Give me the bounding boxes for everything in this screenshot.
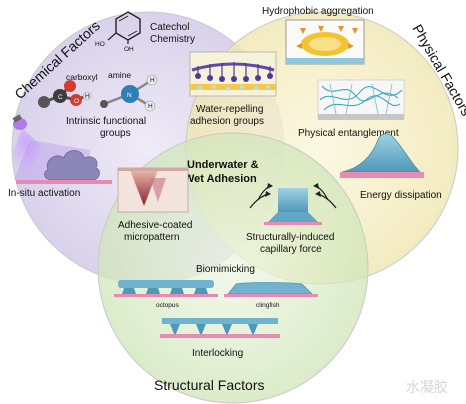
energy-dissipation-icon [340,133,424,178]
carboxyl-h-atom-label: H [85,93,90,100]
intrinsic-groups-label-1: Intrinsic functional [66,116,146,127]
carboxyl-c-atom-label: C [58,94,63,101]
clingfish-label: clingfish [256,302,280,309]
center-title-line-1: Underwater & [187,159,259,171]
amine-molecule-icon [100,74,158,112]
capillary-label-1: Structurally-induced [246,232,334,243]
carboxyl-molecule-icon [38,80,92,108]
energy-dissipation-label: Energy dissipation [360,190,442,201]
physical-entanglement-label: Physical entanglement [298,128,399,139]
catechol-label-1: Catechol [150,22,189,33]
center-title-line-2: Wet Adhesion [184,173,257,185]
amine-h-atom-label-2: H [148,103,153,110]
hydrophobic-label: Hydrophobic aggregation [262,6,374,17]
adhesive-micropattern-icon [117,167,189,213]
adhesive-coated-label-1: Adhesive-coated [118,220,193,231]
catechol-oh-label: OH [124,46,134,53]
hydrogel-cloud-icon [16,150,112,184]
catechol-label-2: Chemistry [150,34,195,45]
capillary-label-2: capillary force [260,244,322,255]
carboxyl-label: carboxyl [66,72,98,82]
interlocking-label: Interlocking [192,348,243,359]
physical-entanglement-icon [317,79,405,120]
adhesive-coated-label-2: micropattern [124,232,180,243]
water-repelling-icon [189,51,277,97]
watermark-text: 水凝胶 [406,379,448,396]
biomimicking-label: Biomimicking [196,264,255,275]
carboxyl-o-atom-label: O [74,98,79,105]
interlocking-icon [160,318,280,338]
structural-factors-title: Structural Factors [154,377,264,393]
capillary-force-icon [249,183,337,225]
amine-label: amine [108,70,131,80]
octopus-suction-icon [114,280,218,297]
amine-n-atom-label: N [127,92,132,99]
octopus-label: octopus [156,302,180,309]
clingfish-disc-icon [224,282,318,297]
hydrophobic-aggregation-icon [285,19,365,65]
water-repelling-label-2: adhesion groups [190,116,264,127]
intrinsic-groups-label-2: groups [100,128,131,139]
insitu-activation-label: In-situ activation [8,188,80,199]
water-repelling-label-1: Water-repelling [196,104,263,115]
catechol-ho-label: HO [95,41,105,48]
amine-h-atom-label-1: H [150,77,155,84]
catechol-structure-icon [107,11,141,44]
